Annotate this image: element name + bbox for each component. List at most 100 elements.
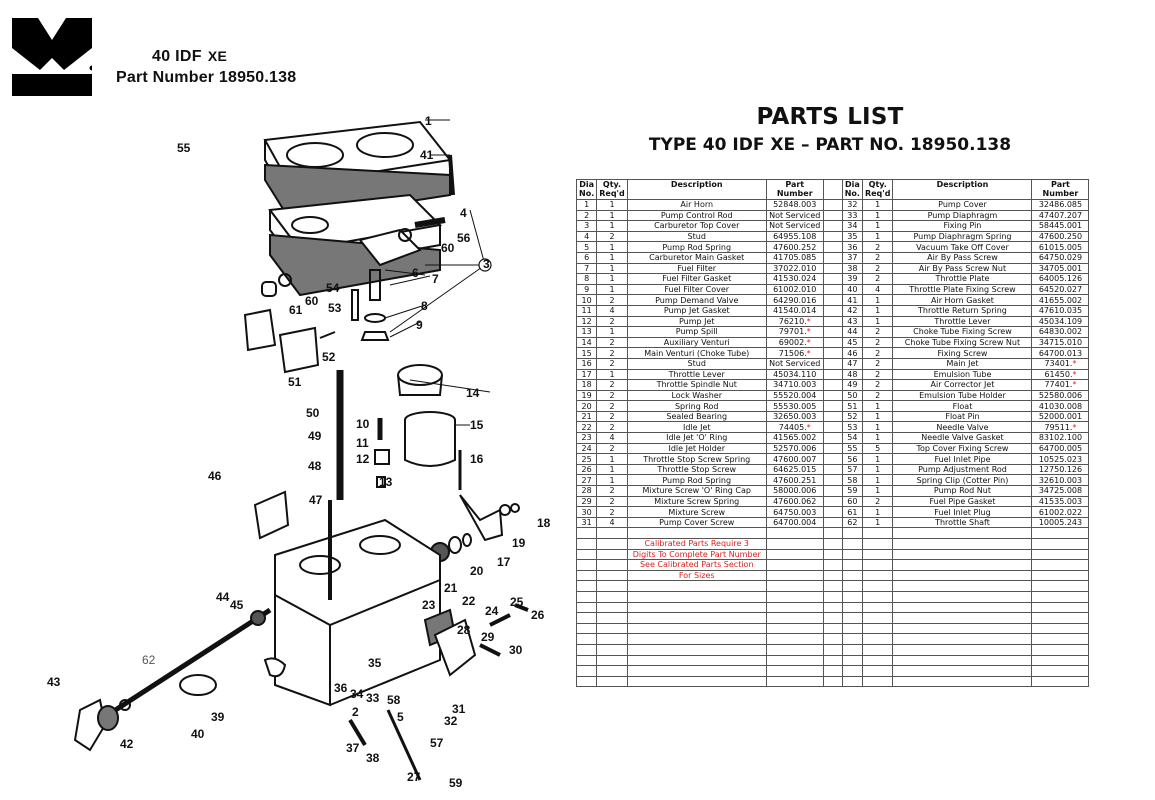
- qty-required: 2: [861, 262, 894, 275]
- carburetor-body-part: [263, 500, 441, 707]
- blank-cell: [1031, 527, 1090, 539]
- part-number: 47600.250: [1031, 230, 1090, 243]
- callout-59: 59: [449, 776, 463, 790]
- blank-cell: [1031, 675, 1090, 688]
- part-number-value: 32610.003: [1038, 475, 1083, 485]
- qty-required: 1: [596, 241, 628, 253]
- calibrated-note-line: For Sizes: [626, 569, 767, 582]
- qty-required: 1: [861, 485, 894, 497]
- callout-1: 1: [425, 114, 432, 128]
- part-number-value: 69002.: [778, 338, 807, 348]
- dia-number: 20: [575, 400, 598, 412]
- qty-required: 2: [861, 336, 894, 349]
- description: Pump Demand Valve: [626, 294, 767, 306]
- dia-number: 46: [841, 347, 863, 359]
- description: Fixing Pin: [892, 220, 1033, 232]
- description: Fuel Inlet Plug: [892, 506, 1033, 518]
- blank-cell: [575, 569, 598, 582]
- callout-6: 6: [412, 266, 419, 280]
- description: Lock Washer: [626, 389, 767, 402]
- part-number: 64955.108: [765, 230, 824, 243]
- blank-cell: [765, 665, 824, 677]
- blank-cell: [861, 527, 894, 539]
- qty-required: 2: [596, 442, 628, 455]
- dia-number: 59: [841, 485, 863, 497]
- blank-cell: [765, 622, 824, 635]
- blank-cell: [861, 548, 894, 561]
- description: Throttle Plate Fixing Screw: [892, 283, 1033, 296]
- qty-required: 2: [861, 241, 894, 253]
- dia-number: 1: [575, 199, 598, 211]
- top-cover-part: [268, 193, 443, 297]
- part-number: Not Serviced: [765, 209, 824, 222]
- dia-number: 18: [575, 379, 598, 391]
- blank-cell: [892, 590, 1033, 603]
- blank-cell: [841, 590, 863, 603]
- part-number: 41565.002: [765, 432, 824, 444]
- dia-number: 13: [575, 326, 598, 338]
- description: Needle Valve: [892, 421, 1033, 434]
- qty-required: 1: [596, 326, 628, 338]
- col-spacer: [822, 179, 843, 200]
- needle-valve-part: [351, 289, 359, 321]
- model-name: 40 IDF: [152, 48, 202, 65]
- description: Pump Control Rod: [626, 209, 767, 222]
- dia-number: 35: [841, 230, 863, 243]
- callout-4: 4: [460, 206, 467, 220]
- spacer-cell: [822, 389, 843, 402]
- blank-cell: [841, 548, 863, 561]
- dia-number: 6: [575, 251, 598, 264]
- qty-required: 4: [596, 432, 628, 444]
- dia-number: 8: [575, 273, 598, 285]
- part-number: 73401.*: [1031, 357, 1090, 370]
- part-number-value: 77401.: [1044, 380, 1073, 390]
- qty-required: 1: [596, 220, 628, 232]
- qty-required: 2: [861, 326, 894, 338]
- blank-cell: [892, 601, 1033, 614]
- blank-cell: [822, 675, 843, 688]
- calibrated-marker: *: [806, 316, 811, 326]
- part-number: 64750.003: [765, 506, 824, 518]
- part-number: 47600.251: [765, 474, 824, 487]
- blank-cell: [841, 569, 863, 582]
- dia-number: 60: [841, 495, 863, 508]
- callout-41: 41: [420, 148, 434, 162]
- blank-cell: [822, 548, 843, 561]
- description: Pump Rod Nut: [892, 485, 1033, 497]
- qty-required: 1: [861, 304, 894, 317]
- blank-cell: [861, 633, 894, 645]
- callout-9: 9: [416, 318, 423, 332]
- blank-row: [575, 580, 1090, 592]
- description: Fixing Screw: [892, 347, 1033, 359]
- spacer-cell: [822, 273, 843, 285]
- callout-39: 39: [211, 710, 225, 724]
- blank-cell: [892, 654, 1033, 667]
- spacer-cell: [822, 432, 843, 444]
- part-number: 64750.029: [1031, 251, 1090, 264]
- callout-7: 7: [432, 272, 439, 286]
- blank-cell: [892, 612, 1033, 624]
- blank-cell: [892, 622, 1033, 635]
- dia-number: 42: [841, 304, 863, 317]
- blank-cell: [822, 643, 843, 656]
- blank-cell: [861, 612, 894, 624]
- part-number: 74405.*: [765, 421, 824, 434]
- blank-cell: [626, 580, 767, 592]
- blank-cell: [841, 675, 863, 688]
- description: Pump Spill: [626, 326, 767, 338]
- dia-number: 37: [841, 251, 863, 264]
- blank-cell: [861, 601, 894, 614]
- dia-number: 29: [575, 495, 598, 508]
- spacer-cell: [822, 474, 843, 487]
- blank-cell: [626, 527, 767, 539]
- description: Float: [892, 400, 1033, 412]
- fuel-filter-gasket-part: [364, 313, 386, 323]
- description: Emulsion Tube Holder: [892, 389, 1033, 402]
- dia-number: 61: [841, 506, 863, 518]
- blank-cell: [1031, 665, 1090, 677]
- blank-cell: [822, 538, 843, 550]
- part-number: 45034.109: [1031, 315, 1090, 328]
